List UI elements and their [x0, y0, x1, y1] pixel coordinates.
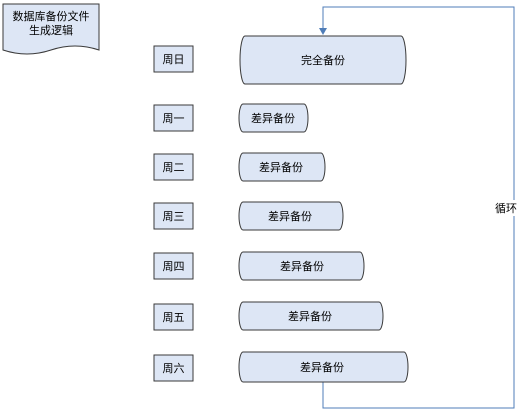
loop-label-bg — [493, 200, 519, 216]
backup-cylinder-sunday — [239, 35, 407, 85]
day-label-friday: 周五 — [163, 311, 185, 324]
row-wednesday: 周三 差异备份 — [153, 201, 344, 231]
row-saturday: 周六 差异备份 — [153, 351, 409, 383]
day-box-thursday — [153, 252, 194, 280]
backup-label-thursday: 差异备份 — [280, 259, 324, 273]
row-sunday: 周日 完全备份 — [153, 35, 407, 85]
backup-cylinder-saturday — [238, 351, 409, 383]
day-box-saturday — [153, 354, 194, 382]
title-line-1: 数据库备份文件 — [13, 9, 90, 23]
day-box-wednesday — [153, 202, 194, 230]
loop-arrowhead — [319, 28, 327, 35]
backup-label-saturday: 差异备份 — [300, 360, 344, 374]
row-thursday: 周四 差异备份 — [153, 251, 365, 281]
backup-label-tuesday: 差异备份 — [259, 160, 303, 174]
day-box-tuesday — [153, 153, 194, 181]
day-label-thursday: 周四 — [163, 260, 185, 273]
backup-label-monday: 差异备份 — [251, 111, 295, 125]
row-tuesday: 周二 差异备份 — [153, 152, 326, 182]
backup-cylinder-tuesday — [238, 152, 326, 182]
day-label-tuesday: 周二 — [163, 161, 185, 174]
backup-label-friday: 差异备份 — [288, 309, 332, 323]
day-label-monday: 周一 — [163, 112, 185, 125]
backup-cylinder-friday — [238, 301, 384, 331]
title-line-2: 生成逻辑 — [29, 23, 73, 37]
loop-connector: 循环 — [319, 6, 519, 409]
backup-label-wednesday: 差异备份 — [268, 209, 312, 223]
row-monday: 周一 差异备份 — [153, 103, 309, 133]
row-friday: 周五 差异备份 — [153, 301, 384, 331]
document-shape-outline — [2, 3, 100, 55]
backup-label-sunday: 完全备份 — [301, 53, 345, 67]
backup-cylinder-wednesday — [238, 201, 344, 231]
title-document-shape: 数据库备份文件 生成逻辑 — [2, 3, 100, 55]
day-box-sunday — [153, 45, 194, 73]
day-label-saturday: 周六 — [163, 362, 185, 375]
loop-label: 循环 — [495, 202, 517, 215]
day-label-sunday: 周日 — [163, 53, 185, 66]
day-box-friday — [153, 303, 194, 331]
backup-cylinder-monday — [238, 103, 309, 133]
day-label-wednesday: 周三 — [163, 210, 185, 223]
backup-cylinder-thursday — [238, 251, 365, 281]
day-box-monday — [153, 104, 194, 132]
